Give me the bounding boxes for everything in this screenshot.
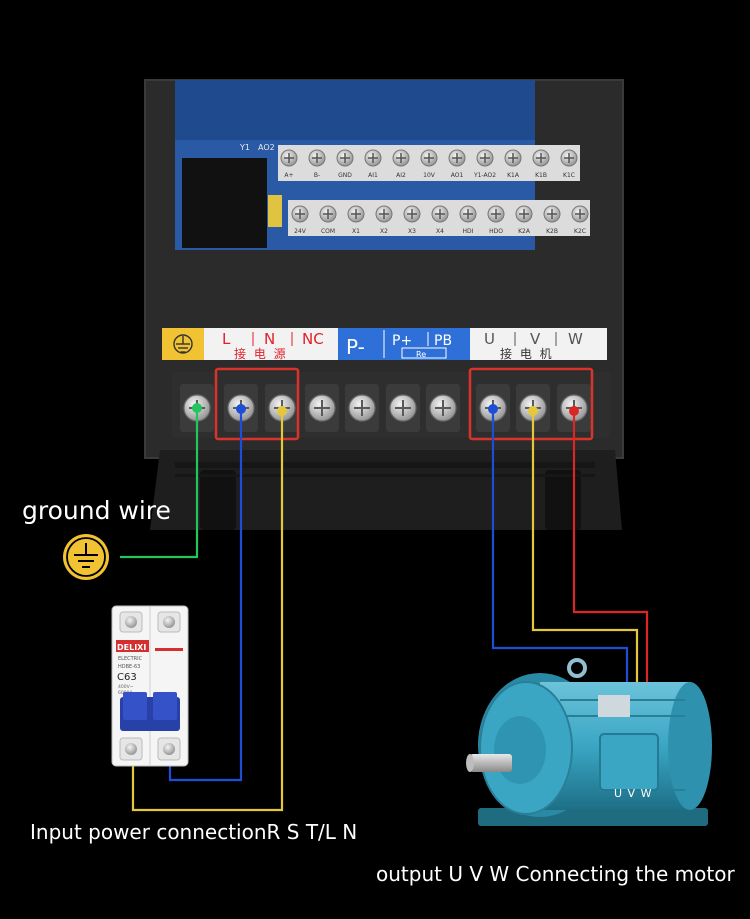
control-bottom-label: X4 xyxy=(436,228,444,235)
label-pb: PB xyxy=(434,333,452,349)
breaker-series: ELECTRIC xyxy=(118,656,143,662)
board-label-ao2: AO2 xyxy=(258,143,275,152)
input-wire-l xyxy=(168,409,243,782)
control-bottom-label: HDO xyxy=(489,228,503,235)
output-terminals-highlight xyxy=(468,367,594,441)
control-top-screws xyxy=(280,149,578,167)
control-bottom-screws xyxy=(291,205,589,223)
control-top-label: K1C xyxy=(563,172,575,179)
label-v: V xyxy=(530,330,541,348)
ground-wire xyxy=(120,408,199,559)
control-top-label: K1A xyxy=(507,172,520,179)
control-top-labels: A+ B- GND AI1 AI2 10V AO1 Y1-AO2 K1A K1B K1C xyxy=(284,172,575,179)
label-n: N xyxy=(264,330,275,348)
label-nc: NC xyxy=(302,330,324,348)
control-top-label: AI1 xyxy=(368,172,378,179)
input-power-caption: Input power connectionR S T/L N xyxy=(30,820,358,844)
breaker-small-text-1: 400V~ xyxy=(118,684,134,690)
label-u: U xyxy=(484,330,495,348)
l-terminal-dot xyxy=(236,404,246,414)
power-screws xyxy=(180,384,591,432)
control-bottom-label: K2A xyxy=(518,228,531,235)
electric-motor: U V W xyxy=(466,658,712,826)
motor-junction-box xyxy=(599,733,659,791)
control-top-label: AO1 xyxy=(451,172,464,179)
label-output-group: 接 电 机 xyxy=(500,346,554,361)
motor-wire-labels: U V W xyxy=(614,787,652,800)
output-motor-caption: output U V W Connecting the motor xyxy=(376,862,735,886)
control-top-label: AI2 xyxy=(396,172,406,179)
ground-icon xyxy=(63,534,109,580)
control-bottom-label: COM xyxy=(321,228,335,235)
label-input-group: 接 电 源 xyxy=(234,346,288,361)
v-terminal-dot xyxy=(528,406,538,416)
control-bottom-label: X1 xyxy=(352,228,360,235)
ground-terminal-dot xyxy=(192,403,202,413)
label-p-minus: P- xyxy=(346,335,365,359)
breaker-terminal-right xyxy=(163,743,175,755)
n-terminal-dot xyxy=(277,406,287,416)
control-bottom-label: X3 xyxy=(408,228,416,235)
control-bottom-label: HDI xyxy=(463,228,474,235)
breaker-toggle-left[interactable] xyxy=(123,692,147,720)
control-board: Y1 AO2 A+ B- GND AI1 AI2 10V AO1 Y1-AO2 K1A K1B K1… xyxy=(175,80,590,250)
control-top-label: B- xyxy=(314,172,320,179)
w-terminal-dot xyxy=(569,406,579,416)
control-top-label: Y1-AO2 xyxy=(473,172,496,179)
control-top-label: 10V xyxy=(423,172,436,179)
power-terminal-block xyxy=(172,367,610,441)
breaker-brand: DELIXI xyxy=(117,643,146,652)
control-bottom-label: X2 xyxy=(380,228,388,235)
circuit-breaker: DELIXI ELECTRIC HDBE-63 C63 400V~ 6000A xyxy=(111,605,189,767)
label-w: W xyxy=(568,330,583,348)
control-bottom-label: 24V xyxy=(294,228,307,235)
ground-symbol-icon xyxy=(173,334,193,354)
power-label-strip: L N NC 接 电 源 P- P+ PB Re U V W 接 电 机 xyxy=(162,328,607,361)
label-l: L xyxy=(222,330,231,348)
breaker-toggle-right[interactable] xyxy=(153,692,177,720)
control-top-label: A+ xyxy=(284,172,293,179)
control-top-label: K1B xyxy=(535,172,547,179)
u-terminal-dot xyxy=(488,404,498,414)
control-bottom-labels: 24V COM X1 X2 X3 X4 HDI HDO K2A K2B K2C xyxy=(294,228,586,235)
control-bottom-label: K2C xyxy=(574,228,586,235)
label-re: Re xyxy=(416,350,426,359)
ground-wire-caption: ground wire xyxy=(22,496,171,525)
input-wire-n xyxy=(131,411,284,812)
label-p-plus: P+ xyxy=(392,333,412,349)
board-label-y1: Y1 xyxy=(239,143,250,152)
input-terminals-highlight xyxy=(214,367,300,441)
breaker-model: HDBE-63 xyxy=(118,664,140,670)
control-top-label: GND xyxy=(338,172,352,179)
control-bottom-label: K2B xyxy=(546,228,558,235)
breaker-terminal-left xyxy=(125,743,137,755)
breaker-rating: C63 xyxy=(117,672,137,683)
